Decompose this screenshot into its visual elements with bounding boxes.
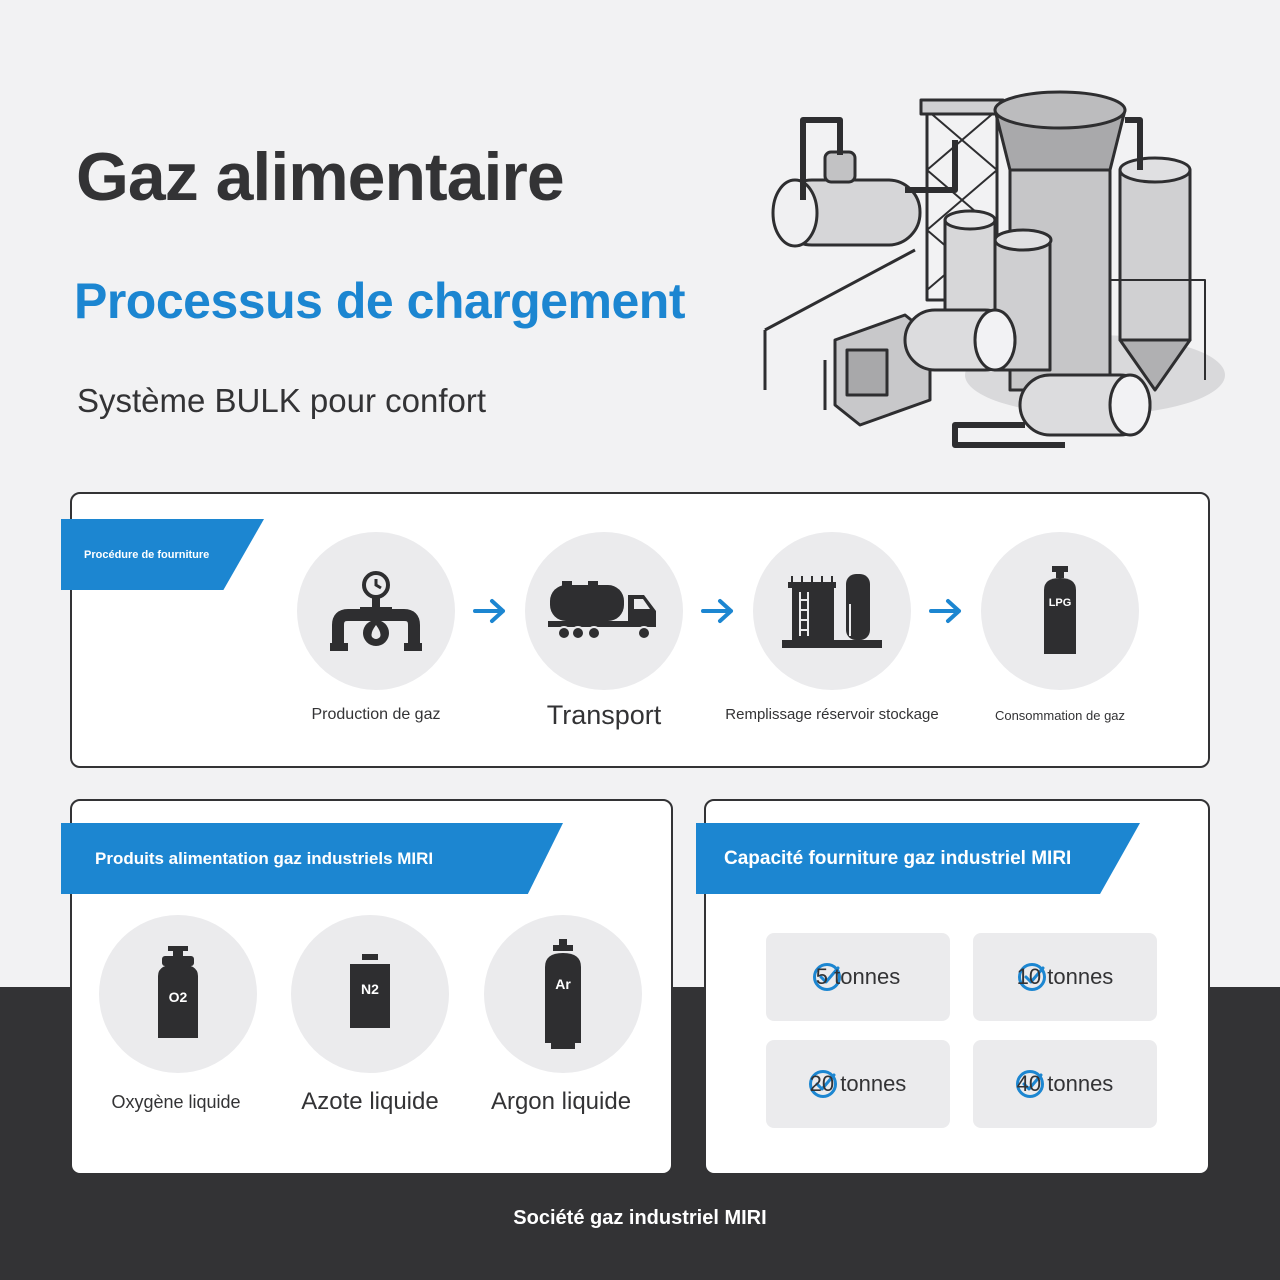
product-label-argon: Argon liquide	[490, 1088, 632, 1115]
argon-cylinder-label: Ar	[555, 976, 571, 992]
capacity-label-5: 5 tonnes	[815, 964, 901, 989]
step-label-production: Production de gaz	[311, 706, 441, 723]
storage-tank-icon	[782, 574, 882, 648]
step-circle-transport	[525, 532, 683, 690]
tanker-truck-icon	[548, 581, 656, 640]
procedure-ribbon-label: Procédure de fourniture	[84, 548, 210, 561]
argon-cylinder-icon: Ar	[545, 939, 581, 1049]
capacity-option-5: 5 tonnes	[766, 933, 950, 1021]
step-circle-consumption: LPG	[981, 532, 1139, 690]
step-label-storage: Remplissage réservoir stockage	[725, 706, 939, 723]
page-title: Gaz alimentaire	[76, 139, 565, 215]
oxygen-cylinder-label: O2	[169, 989, 188, 1005]
capacity-label-10: 10 tonnes	[1016, 964, 1114, 989]
arrow-right-icon	[473, 599, 505, 623]
step-label-transport: Transport	[546, 700, 662, 730]
page-subtitle: Processus de chargement	[74, 273, 686, 329]
lpg-cylinder-icon: LPG	[1044, 566, 1076, 654]
capacity-option-20: 20 tonnes	[766, 1040, 950, 1128]
capacity-label-40: 40 tonnes	[1016, 1071, 1114, 1096]
nitrogen-cylinder-label: N2	[361, 981, 379, 997]
capacity-label-20: 20 tonnes	[809, 1071, 907, 1096]
industrial-gas-plant-illustration	[763, 90, 1225, 448]
check-circle-icon	[1018, 963, 1046, 991]
products-ribbon: Produits alimentation gaz industriels MI…	[61, 823, 563, 894]
product-circle-argon: Ar	[484, 915, 642, 1073]
gas-valve-gauge-icon	[330, 571, 422, 651]
check-circle-icon	[809, 1070, 837, 1098]
lpg-cylinder-label: LPG	[1049, 597, 1072, 609]
page-tagline: Système BULK pour confort	[77, 382, 487, 419]
step-circle-production	[297, 532, 455, 690]
product-label-oxygen: Oxygène liquide	[111, 1092, 241, 1112]
step-label-consumption: Consommation de gaz	[994, 708, 1126, 723]
arrow-right-icon	[929, 599, 961, 623]
products-ribbon-label: Produits alimentation gaz industriels MI…	[95, 848, 434, 868]
step-circle-storage	[753, 532, 911, 690]
check-circle-icon	[813, 963, 841, 991]
capacity-option-10: 10 tonnes	[973, 933, 1157, 1021]
nitrogen-cylinder-icon: N2	[350, 954, 390, 1028]
capacity-ribbon: Capacité fourniture gaz industriel MIRI	[696, 823, 1140, 894]
arrow-right-icon	[701, 599, 733, 623]
footer-company: Société gaz industriel MIRI	[513, 1207, 767, 1229]
capacity-option-40: 40 tonnes	[973, 1040, 1157, 1128]
capacity-ribbon-label: Capacité fourniture gaz industriel MIRI	[724, 847, 1072, 869]
product-circle-oxygen: O2	[99, 915, 257, 1073]
oxygen-cylinder-icon: O2	[158, 946, 198, 1038]
check-circle-icon	[1016, 1070, 1044, 1098]
product-label-nitrogen: Azote liquide	[301, 1088, 439, 1115]
product-circle-nitrogen: N2	[291, 915, 449, 1073]
